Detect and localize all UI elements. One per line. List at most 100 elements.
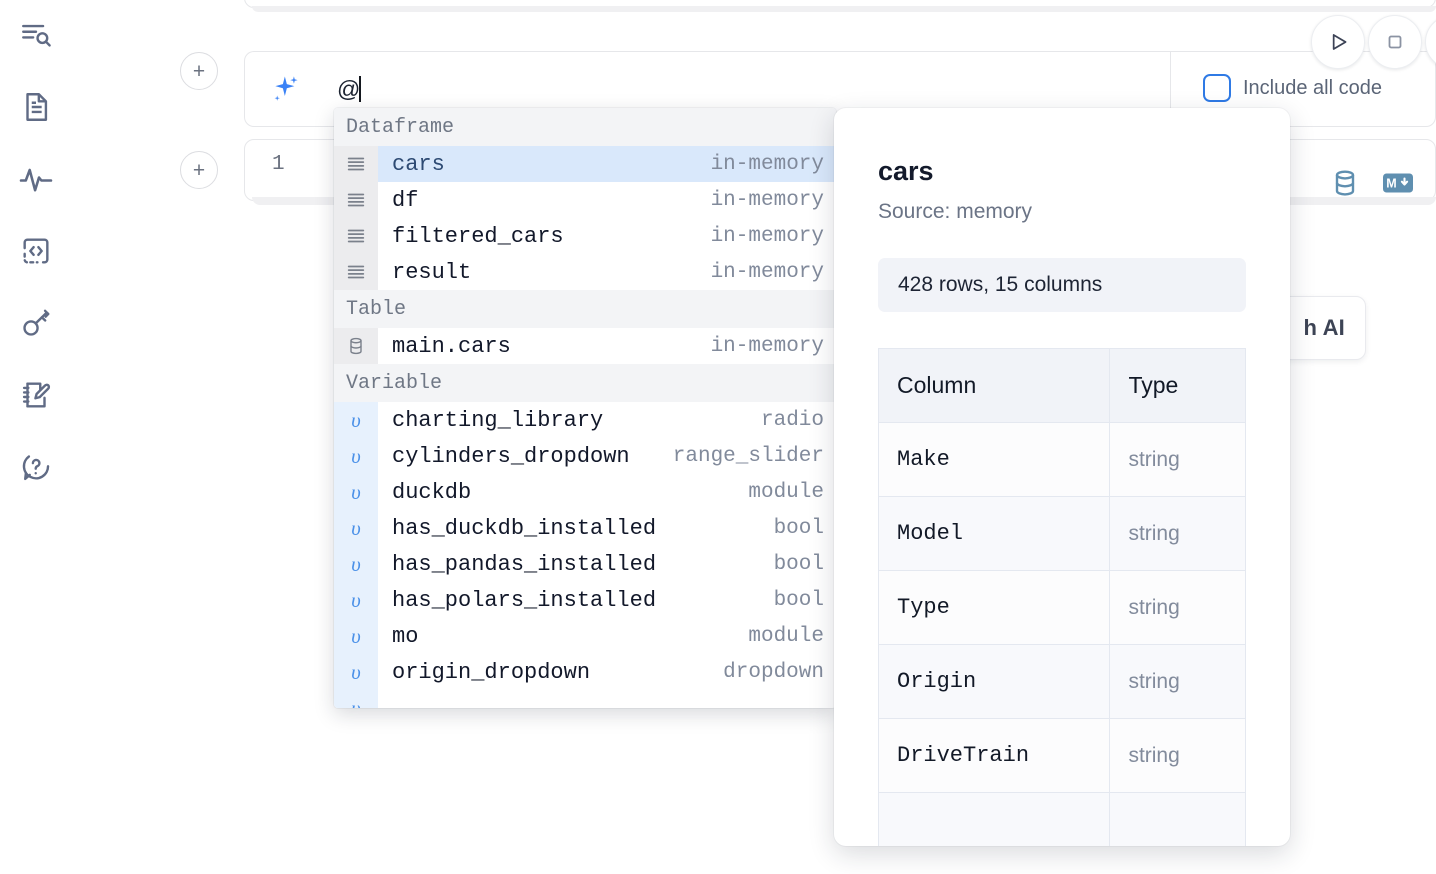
add-cell-button-top[interactable]: + bbox=[180, 52, 218, 90]
autocomplete-item[interactable]: υ bbox=[334, 690, 836, 708]
autocomplete-item-meta: module bbox=[748, 480, 824, 504]
variable-icon: υ bbox=[334, 438, 378, 474]
preview-column-name bbox=[877, 792, 1111, 846]
file-document-icon[interactable] bbox=[14, 85, 58, 129]
database-icon[interactable] bbox=[1330, 168, 1360, 203]
autocomplete-group-header: Variable bbox=[334, 364, 836, 402]
run-button[interactable] bbox=[1311, 15, 1365, 69]
autocomplete-item-name: df bbox=[392, 187, 419, 213]
autocomplete-item-name: has_polars_installed bbox=[392, 587, 657, 613]
preview-column-type bbox=[1109, 792, 1246, 846]
variable-icon: υ bbox=[334, 510, 378, 546]
autocomplete-item-body: origin_dropdown dropdown bbox=[378, 654, 836, 690]
autocomplete-item-meta: dropdown bbox=[723, 660, 824, 684]
autocomplete-item-meta: range_slider bbox=[672, 444, 824, 468]
autocomplete-item-body: cylinders_dropdown range_slider bbox=[378, 438, 836, 474]
autocomplete-group-header: Table bbox=[334, 290, 836, 328]
autocomplete-item-meta: radio bbox=[760, 408, 824, 432]
cell-toolbar: M bbox=[1330, 168, 1414, 203]
autocomplete-item-name: duckdb bbox=[392, 479, 472, 505]
preview-column-name: DriveTrain bbox=[877, 718, 1111, 793]
left-icon-rail bbox=[0, 0, 72, 874]
include-all-code-checkbox[interactable] bbox=[1203, 74, 1231, 102]
autocomplete-item[interactable]: υ has_duckdb_installed bool bbox=[334, 510, 836, 546]
autocomplete-item-meta: in-memory bbox=[710, 334, 824, 358]
preview-col-header-column: Column bbox=[877, 348, 1111, 423]
autocomplete-item[interactable]: υ has_polars_installed bool bbox=[334, 582, 836, 618]
autocomplete-item-body bbox=[378, 690, 836, 708]
autocomplete-item-name: has_pandas_installed bbox=[392, 551, 657, 577]
dataframe-icon bbox=[334, 146, 378, 182]
preview-column-type: string bbox=[1109, 496, 1246, 571]
markdown-icon[interactable]: M bbox=[1382, 171, 1414, 200]
variable-icon: υ bbox=[334, 582, 378, 618]
variable-icon: υ bbox=[334, 654, 378, 690]
preview-column-name: Origin bbox=[877, 644, 1111, 719]
variable-icon: υ bbox=[334, 690, 378, 708]
stop-button[interactable] bbox=[1368, 15, 1422, 69]
code-line-number: 1 bbox=[272, 153, 285, 176]
add-cell-button-bottom[interactable]: + bbox=[180, 151, 218, 189]
cell-above-shadow bbox=[252, 6, 1436, 12]
autocomplete-item-name: charting_library bbox=[392, 407, 604, 433]
autocomplete-item-meta: module bbox=[748, 624, 824, 648]
preview-column-name: Model bbox=[877, 496, 1111, 571]
autocomplete-item-meta: in-memory bbox=[710, 152, 824, 176]
ai-prompt-input[interactable]: @ bbox=[337, 74, 362, 104]
preview-col-header-type: Type bbox=[1109, 348, 1246, 423]
text-caret bbox=[359, 76, 362, 102]
variable-icon: υ bbox=[334, 474, 378, 510]
autocomplete-item-meta: in-memory bbox=[710, 224, 824, 248]
autocomplete-item-name: origin_dropdown bbox=[392, 659, 591, 685]
activity-pulse-icon[interactable] bbox=[14, 157, 58, 201]
autocomplete-item-name: has_duckdb_installed bbox=[392, 515, 657, 541]
key-secrets-icon[interactable] bbox=[14, 301, 58, 345]
preview-column-type: string bbox=[1109, 644, 1246, 719]
notebook-edit-icon[interactable] bbox=[14, 373, 58, 417]
preview-table-header-row: Column Type bbox=[877, 348, 1246, 423]
table-database-icon bbox=[334, 328, 378, 364]
autocomplete-item-name: cylinders_dropdown bbox=[392, 443, 630, 469]
autocomplete-group-header: Dataframe bbox=[334, 108, 836, 146]
autocomplete-item-name: result bbox=[392, 259, 472, 285]
autocomplete-item-meta: bool bbox=[773, 552, 824, 576]
ai-sparkle-icon bbox=[267, 72, 301, 106]
include-all-code-row[interactable]: Include all code bbox=[1203, 74, 1382, 102]
help-question-icon[interactable] bbox=[14, 445, 58, 489]
preview-column-name: Type bbox=[877, 570, 1111, 645]
preview-column-type: string bbox=[1109, 422, 1246, 497]
include-all-code-label: Include all code bbox=[1243, 76, 1382, 99]
preview-table-row bbox=[877, 792, 1246, 846]
autocomplete-item-meta: bool bbox=[773, 588, 824, 612]
autocomplete-item[interactable]: υ cylinders_dropdown range_slider bbox=[334, 438, 836, 474]
autocomplete-item[interactable]: υ origin_dropdown dropdown bbox=[334, 654, 836, 690]
code-brackets-icon[interactable] bbox=[14, 229, 58, 273]
dataframe-icon bbox=[334, 254, 378, 290]
dataframe-icon bbox=[334, 182, 378, 218]
explore-outline-icon[interactable] bbox=[14, 14, 58, 58]
autocomplete-item-meta: bool bbox=[773, 516, 824, 540]
autocomplete-item-body: has_polars_installed bool bbox=[378, 582, 836, 618]
